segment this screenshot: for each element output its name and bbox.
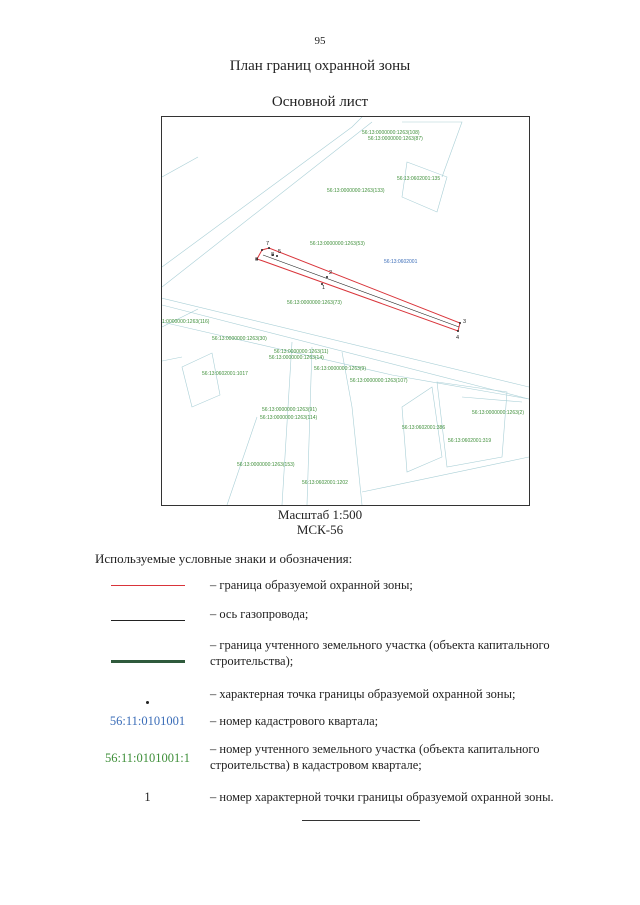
parcel-label: 1:0000000:1263(116) [162, 319, 210, 325]
legend-text: – граница учтенного земельного участка (… [210, 638, 550, 668]
point-label-6: 6 [255, 257, 258, 263]
legend-item-point-number: 1 – номер характерной точки границы обра… [95, 788, 575, 806]
legend-item-quarter-code: 56:11:0101001 – номер кадастрового кварт… [95, 712, 575, 730]
legend-item-parcel-boundary: – граница учтенного земельного участка (… [95, 637, 575, 671]
faint-parcel-lines [162, 117, 529, 505]
parcel-label: 56:13:0000000:1263(108) [362, 130, 420, 136]
point-label-3: 3 [463, 319, 466, 325]
quarter-code-sample: 56:11:0101001 [109, 713, 186, 728]
legend-text: – характерная точка границы образуемой о… [210, 687, 516, 701]
page-number: 95 [314, 35, 326, 47]
legend-text: – номер характерной точки границы образу… [210, 790, 554, 804]
point-label-8: 8 [271, 252, 274, 258]
parcel-label: 56:13:0602001:1202 [302, 480, 348, 486]
legend-text: – номер учтенного земельного участка (об… [210, 742, 540, 772]
point-label-5: 5 [278, 249, 281, 255]
point-number-sample: 1 [144, 789, 151, 804]
point-label-2: 2 [329, 270, 332, 276]
scale-ratio: Масштаб 1:500 [277, 507, 363, 522]
parcel-label: 56:13:0000000:1263(153) [237, 462, 295, 468]
parcel-label: 56:13:0602001:386 [402, 425, 445, 431]
page-title: План границ охранной зоны [229, 58, 411, 74]
parcel-label: 56:13:0000000:1263(30) [212, 336, 267, 342]
map-canvas: 7 6 5 8 2 1 3 4 56:13:0000000:1263(108) … [162, 117, 529, 505]
parcel-label: 56:13:0000000:1263(107) [350, 378, 408, 384]
point-label-1: 1 [322, 285, 325, 291]
legend-heading: Используемые условные знаки и обозначени… [95, 551, 353, 566]
legend-text: – номер кадастрового квартала; [210, 714, 379, 728]
point-label-4: 4 [456, 335, 459, 341]
point-number-symbol: 1 [95, 788, 200, 806]
parcel-label: 56:13:0602001:319 [448, 438, 491, 444]
boundary-points [256, 247, 461, 332]
legend-item-pipeline-axis: – ось газопровода; [95, 605, 575, 623]
red-line-symbol [95, 576, 200, 594]
legend-item-point: – характерная точка границы образуемой о… [95, 685, 575, 704]
parcel-label: 56:13:0602001:1017 [202, 371, 248, 377]
parcel-label: 56:13:0000000:1263(114) [260, 415, 318, 421]
parcel-code-symbol: 56:11:0101001:1 [95, 741, 200, 775]
map-scale: Масштаб 1:500 МСК-56 [0, 507, 640, 537]
parcel-label: 56:13:0000000:1263(14) [269, 355, 324, 361]
page-subtitle: Основной лист [271, 94, 369, 110]
parcel-label: 56:13:0000000:1263(91) [262, 407, 317, 413]
legend-item-parcel-code: 56:11:0101001:1 – номер учтенного земель… [95, 741, 575, 775]
legend-item-zone-boundary: – граница образуемой охранной зоны; [95, 576, 575, 594]
black-line-symbol [95, 605, 200, 623]
pipeline-axis [262, 254, 460, 328]
parcel-label: 56:13:0602001:135 [397, 176, 440, 182]
parcel-label: 56:13:0000000:1263(2) [472, 410, 524, 416]
legend-text: – граница образуемой охранной зоны; [210, 578, 413, 592]
coordinate-system: МСК-56 [296, 522, 344, 537]
dot-symbol [95, 685, 200, 704]
parcel-label: 56:13:0000000:1263(53) [310, 241, 365, 247]
quarter-label: 56:13:0602001 [384, 259, 418, 265]
thick-green-line-symbol [95, 637, 200, 671]
parcel-code-sample: 56:11:0101001:1 [105, 750, 190, 765]
parcel-label: 56:13:0000000:1263(11) [274, 349, 329, 355]
legend-text: – ось газопровода; [210, 607, 309, 621]
parcel-label: 56:13:0000000:1263(9) [314, 366, 366, 372]
footer-divider [302, 820, 420, 821]
quarter-code-symbol: 56:11:0101001 [95, 712, 200, 730]
parcel-label: 56:13:0000000:1263(87) [368, 136, 423, 142]
parcel-label: 56:13:0000000:1263(133) [327, 188, 385, 194]
protection-zone [256, 247, 461, 332]
cadastral-map: 7 6 5 8 2 1 3 4 56:13:0000000:1263(108) … [161, 116, 530, 506]
point-label-7: 7 [266, 241, 269, 247]
parcel-label: 56:13:0000000:1263(73) [287, 300, 342, 306]
